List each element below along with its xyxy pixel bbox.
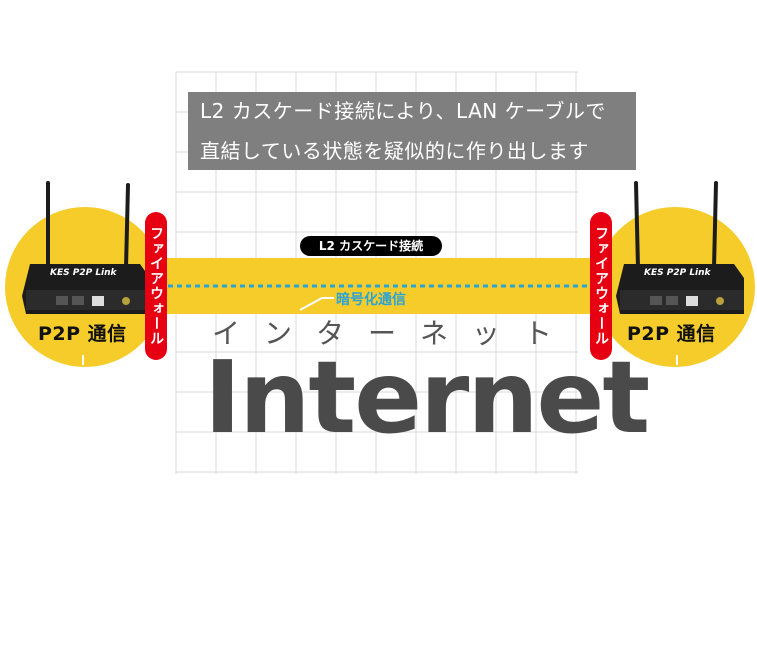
right-port-2 [666,296,678,305]
internet-kana-char: ッ [471,317,500,350]
right-port-power [716,297,724,305]
internet-kana-char: ト [523,317,552,350]
right-port-lan [686,296,698,306]
left-port-1 [56,296,68,305]
left-antenna-2 [124,183,130,270]
left-p2p-label: P2P 通信 [38,323,127,345]
left-device-brand: KES P2P Link [50,268,117,278]
right-antenna-2 [712,181,718,270]
right-p2p-label: P2P 通信 [627,323,716,345]
right-port-1 [650,296,662,305]
left-router-front [26,290,150,310]
right-firewall-label: ファイアウォール [590,212,612,360]
encryption-leader-line [299,297,334,311]
cascade-connection-label: L2 カスケード接続 [300,236,442,256]
left-port-power [122,297,130,305]
internet-word: Internet [204,339,650,456]
left-port-lan [92,296,104,306]
left-router-device [22,181,150,314]
caption-line-2: 直結している状態を疑似的に作り出します [200,139,589,163]
right-antenna-1 [634,181,640,270]
right-router-front [620,290,744,310]
internet-kana-char: タ [315,317,344,350]
encryption-label: 暗号化通信 [336,292,406,308]
internet-kana: イ ン タ ー ネ ッ ト [212,316,552,352]
right-device-brand: KES P2P Link [644,268,711,278]
caption-box [188,92,636,170]
internet-kana-char: ネ [419,317,448,350]
left-port-2 [72,296,84,305]
internet-kana-char: イ [212,317,241,350]
left-firewall-label: ファイアウォール [145,212,167,360]
internet-kana-char: ー [367,317,396,350]
internet-kana-char: ン [263,317,292,350]
caption-line-1: L2 カスケード接続により、LAN ケーブルで [200,99,606,123]
right-router-device [616,181,744,314]
